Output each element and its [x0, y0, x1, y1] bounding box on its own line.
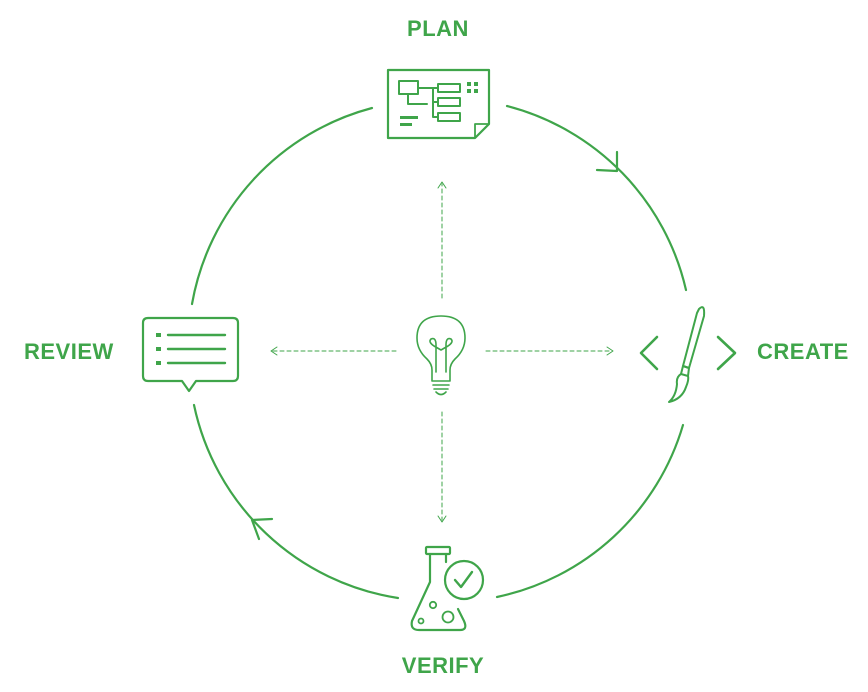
lightbulb-icon	[416, 315, 466, 396]
arc-create-to-verify	[495, 423, 685, 599]
blueprint-icon	[386, 68, 491, 140]
flask-checkmark-icon	[410, 545, 485, 632]
spoke-up-arrowhead	[437, 181, 447, 189]
code-paintbrush-icon	[639, 306, 737, 403]
flow-arrow-to-create	[595, 150, 619, 173]
plan-label: PLAN	[407, 16, 469, 41]
create-label: CREATE	[757, 339, 849, 364]
arc-plan-to-create	[505, 104, 688, 292]
arc-verify-to-review	[192, 403, 400, 600]
center-spokes	[272, 183, 612, 521]
review-label: REVIEW	[24, 339, 114, 364]
spoke-left-arrowhead	[270, 346, 278, 356]
spoke-right-arrowhead	[606, 346, 614, 356]
verify-label: VERIFY	[401, 653, 485, 678]
arc-review-to-plan	[190, 106, 374, 306]
checklist-speech-bubble-icon	[141, 316, 240, 393]
flow-arrow-to-plan	[250, 517, 274, 541]
spoke-down-arrowhead	[437, 515, 447, 523]
